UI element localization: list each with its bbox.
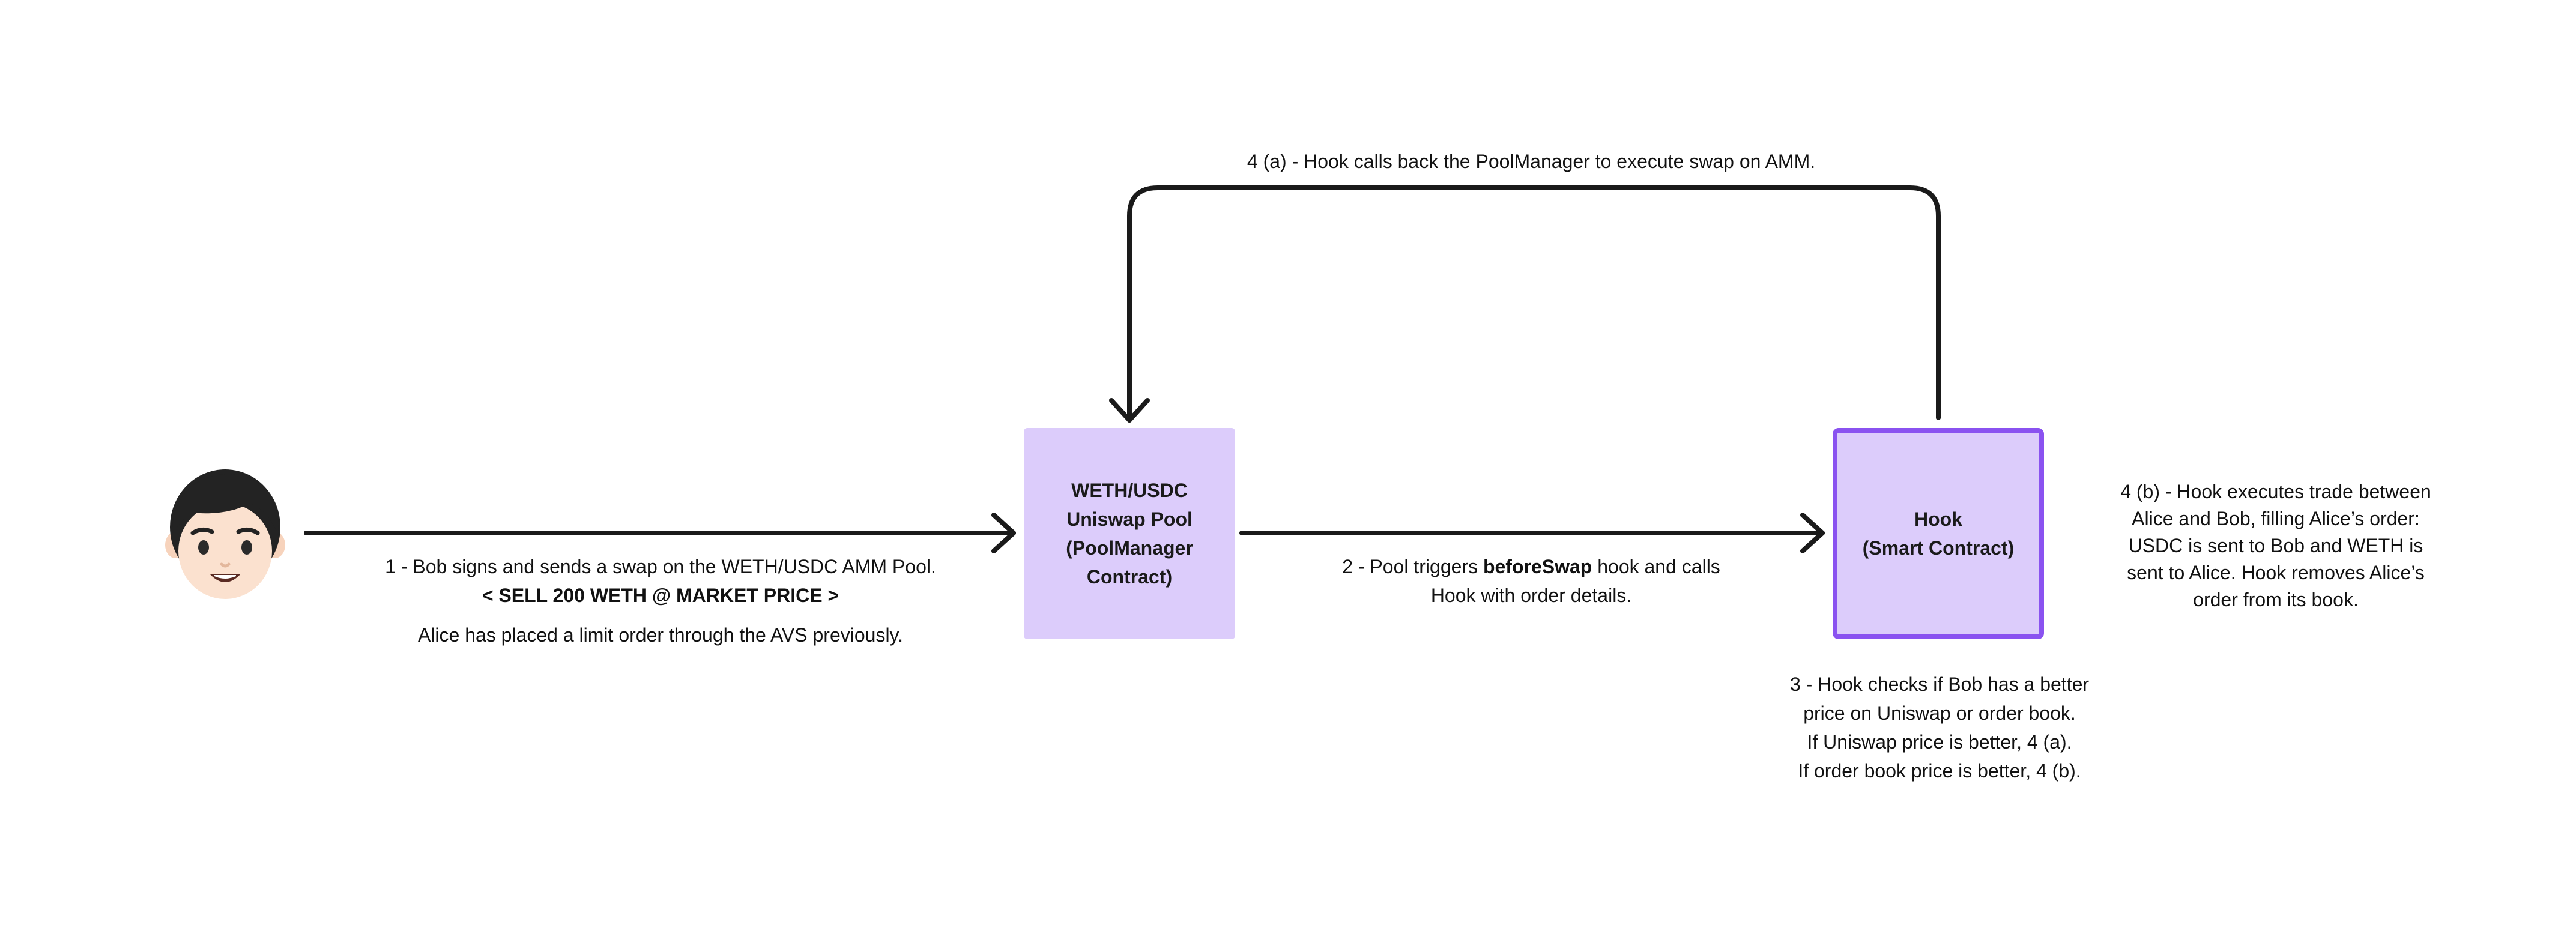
step3-label: 3 - Hook checks if Bob has a better pric… bbox=[1729, 670, 2150, 785]
arrow-hook-callback-to-pool bbox=[1127, 185, 1941, 423]
step4b-line: 4 (b) - Hook executes trade between bbox=[2120, 481, 2431, 502]
step1-line3: Alice has placed a limit order through t… bbox=[417, 624, 904, 646]
arrowhead-callback-to-pool bbox=[1109, 398, 1150, 423]
step1-line1: 1 - Bob signs and sends a swap on the WE… bbox=[385, 556, 936, 577]
step2-bold: beforeSwap bbox=[1483, 556, 1592, 577]
step4b-label: 4 (b) - Hook executes trade between Alic… bbox=[2066, 478, 2486, 613]
step3-line: 3 - Hook checks if Bob has a better bbox=[1789, 673, 2090, 695]
pool-manager-node-label: WETH/USDC Uniswap Pool (PoolManager Cont… bbox=[1066, 480, 1193, 588]
step2-line2: Hook with order details. bbox=[1430, 585, 1632, 606]
step4b-line: order from its book. bbox=[2193, 589, 2359, 610]
step3-line: If order book price is better, 4 (b). bbox=[1798, 760, 2081, 782]
step4b-line: Alice and Bob, filling Alice’s order: bbox=[2132, 508, 2420, 529]
step2-suffix: hook and calls bbox=[1592, 556, 1720, 577]
step4a-label: 4 (a) - Hook calls back the PoolManager … bbox=[1159, 147, 1903, 176]
arrowhead-pool-to-hook bbox=[1800, 513, 1825, 553]
step4b-line: sent to Alice. Hook removes Alice’s bbox=[2127, 562, 2425, 583]
boy-face-icon bbox=[165, 469, 285, 599]
step3-line: price on Uniswap or order book. bbox=[1803, 702, 2076, 724]
hook-node-label: Hook (Smart Contract) bbox=[1862, 508, 2015, 559]
arrowhead-bob-to-pool bbox=[991, 513, 1016, 553]
step1-line2: < SELL 200 WETH @ MARKET PRICE > bbox=[482, 585, 839, 606]
step1-label: 1 - Bob signs and sends a swap on the WE… bbox=[336, 552, 985, 649]
hook-node: Hook (Smart Contract) bbox=[1833, 428, 2044, 639]
step4b-line: USDC is sent to Bob and WETH is bbox=[2128, 535, 2423, 556]
step2-label: 2 - Pool triggers beforeSwap hook and ca… bbox=[1291, 552, 1771, 610]
pool-manager-node: WETH/USDC Uniswap Pool (PoolManager Cont… bbox=[1024, 428, 1235, 639]
step2-line1: 2 - Pool triggers beforeSwap hook and ca… bbox=[1291, 552, 1771, 581]
step2-prefix: 2 - Pool triggers bbox=[1342, 556, 1483, 577]
step4a-text: 4 (a) - Hook calls back the PoolManager … bbox=[1247, 151, 1816, 172]
step3-line: If Uniswap price is better, 4 (a). bbox=[1807, 731, 2072, 753]
